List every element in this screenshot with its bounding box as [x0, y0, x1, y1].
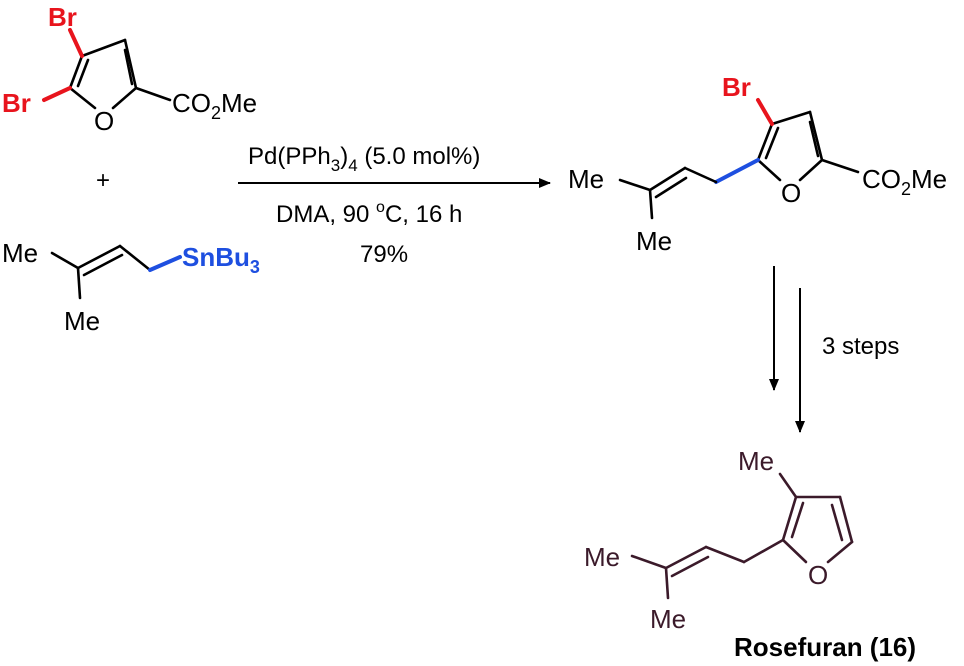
ester-label: CO2Me [862, 164, 947, 199]
furan-oxygen-label: O [94, 106, 114, 136]
ester-label: CO2Me [172, 88, 257, 123]
cond-sup: o [376, 199, 385, 216]
alkene-bond-inner [654, 176, 688, 199]
catalyst-text: Pd(PPh3)4 (5.0 mol%) [248, 143, 480, 175]
steps-label: 3 steps [822, 333, 899, 360]
cond-pre: DMA, 90 [276, 201, 376, 228]
c-br-bond-top [68, 28, 84, 58]
ring-bond-c3-c4 [80, 38, 127, 58]
plus-sign: + [96, 167, 110, 194]
c-c-new-bond [714, 158, 760, 184]
ring-methyl-label: Me [738, 446, 774, 476]
catalyst-mid: ) [340, 143, 348, 170]
ring-bond-o-c2 [756, 158, 782, 182]
ring-bond-c4-c5 [838, 495, 854, 544]
c-sn-bond [148, 255, 182, 272]
methyl-top-label: Me [568, 164, 604, 194]
ring-bond-c4-c5 [808, 110, 824, 162]
reactant-dibromofuran: Br Br O CO2Me [2, 2, 257, 136]
reaction-step-2: 3 steps [769, 266, 899, 433]
methyl-top-label: Me [2, 238, 38, 268]
catalyst-sub1: 3 [331, 156, 340, 175]
ring-bond-c2-c3 [68, 54, 84, 90]
reaction-step-1: Pd(PPh3)4 (5.0 mol%) DMA, 90 oC, 16 h 79… [238, 143, 551, 268]
alkene-bond [76, 244, 122, 270]
catalyst-pre: Pd(PPh [248, 143, 331, 170]
ester-co: CO [172, 88, 211, 118]
ring-bond-c5-o [826, 540, 854, 564]
me-bond-top [50, 251, 80, 270]
ch2-bond-ring [742, 538, 785, 564]
intermediate-bromofuran: Br Me Me O CO2Me [568, 72, 947, 256]
methyl-bottom-label: Me [650, 604, 686, 634]
ring-bond-c2-c3 [781, 495, 798, 542]
ch2-bond [683, 166, 718, 184]
me-bond-bottom [664, 566, 670, 600]
ring-bond-c2-c3-inner [76, 58, 90, 88]
alkene-bond-inner [670, 555, 710, 578]
methyl-bottom-label: Me [636, 226, 672, 256]
bromine-left-label: Br [2, 88, 31, 118]
ch2-bond [118, 244, 152, 272]
ring-bond-c5-o [111, 86, 138, 110]
me-bond-top [618, 178, 652, 192]
cond-post: C, 16 h [385, 201, 462, 228]
ester-bond [134, 86, 172, 102]
ester-me: Me [911, 164, 947, 194]
ring-bond-c4-c5-inner [808, 120, 820, 158]
alkene-bond [648, 166, 687, 192]
ring-bond-c3-c4 [770, 110, 812, 126]
ring-bond-c2-c3 [756, 122, 774, 162]
ring-bond-c2-c3-inner [790, 501, 805, 539]
ester-me: Me [221, 88, 257, 118]
bromine-label: Br [722, 72, 751, 102]
yield-text: 79% [360, 241, 408, 268]
alkene-bond [664, 545, 708, 570]
ch2-bond [704, 545, 746, 564]
ring-bond-c5-o [798, 158, 824, 182]
bromine-top-label: Br [48, 2, 77, 32]
ester-co: CO [862, 164, 901, 194]
ring-bond-o-c2 [781, 538, 808, 564]
ring-bond-o-c2 [68, 86, 97, 110]
ester-sub: 2 [901, 179, 911, 199]
tin-sub: 3 [250, 257, 260, 277]
me-bond-bottom [76, 266, 82, 300]
reactant-prenylstannane: Me Me SnBu3 [2, 238, 260, 336]
ester-sub: 2 [211, 103, 221, 123]
ring-bond-c4-c5-inner [123, 48, 134, 86]
catalyst-post: (5.0 mol%) [358, 143, 481, 170]
methyl-left-label: Me [584, 542, 620, 572]
catalyst-sub2: 4 [348, 156, 357, 175]
c-br-bond [756, 98, 774, 126]
furan-oxygen-label: O [781, 178, 801, 208]
ester-bond [820, 158, 860, 174]
product-rosefuran: Me Me Me O Rosefuran (16) [584, 446, 916, 662]
conditions-text: DMA, 90 oC, 16 h [276, 199, 462, 228]
product-name: Rosefuran (16) [734, 632, 916, 662]
ring-bond-c2-c3-inner [764, 126, 780, 160]
methyl-bottom-label: Me [64, 306, 100, 336]
me-bond-bottom [648, 188, 654, 220]
me-bond-left [630, 554, 668, 570]
c-br-bond-left [42, 86, 72, 102]
alkene-bond-inner [82, 253, 124, 277]
tributyltin-label: SnBu3 [182, 242, 260, 277]
furan-oxygen-label: O [808, 560, 828, 590]
ring-bond-c4-c5-inner [830, 503, 844, 542]
tin-main: SnBu [182, 242, 250, 272]
ring-methyl-bond [778, 472, 798, 499]
ring-bond-c4-c5 [123, 38, 138, 90]
